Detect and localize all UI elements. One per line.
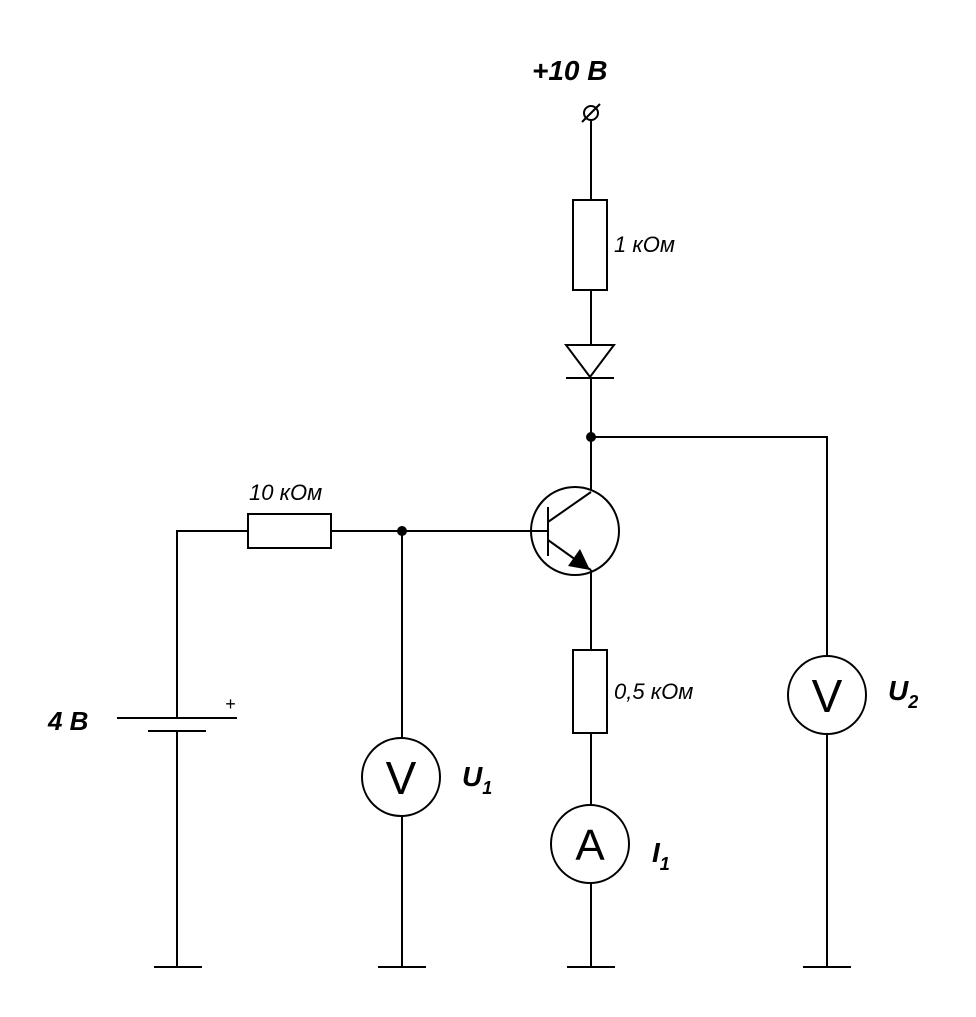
supply-label: +10 B	[532, 55, 608, 86]
resistor-1k-label: 1 кОм	[614, 232, 675, 257]
resistor-0-5k-label: 0,5 кОм	[614, 679, 693, 704]
wire-node-to-u2	[591, 436, 828, 656]
resistor-10k	[247, 513, 332, 549]
i1-label: I1	[652, 837, 670, 874]
u1-label: U1	[462, 761, 492, 798]
diode	[564, 344, 616, 379]
voltmeter-u1-glyph: V	[386, 752, 417, 804]
wire-r10k-to-battery	[176, 530, 248, 718]
voltmeter-u2-glyph: V	[812, 670, 843, 722]
ammeter-i1-glyph: A	[575, 821, 605, 870]
voltmeter-u2: V	[787, 655, 867, 735]
ammeter-i1: A	[550, 804, 630, 884]
battery-label: 4 B	[47, 706, 88, 736]
resistor-1k	[572, 199, 608, 291]
u2-label: U2	[888, 675, 918, 712]
u2-label-sub: 2	[907, 692, 918, 712]
resistor-10k-label: 10 кОм	[249, 480, 322, 505]
u1-label-sub: 1	[482, 778, 492, 798]
battery-plus-sign: +	[225, 694, 236, 714]
resistor-0-5k	[572, 649, 608, 734]
i1-label-sub: 1	[660, 854, 670, 874]
voltmeter-u1: V	[361, 737, 441, 817]
supply-terminal	[581, 103, 601, 123]
battery	[117, 717, 237, 732]
